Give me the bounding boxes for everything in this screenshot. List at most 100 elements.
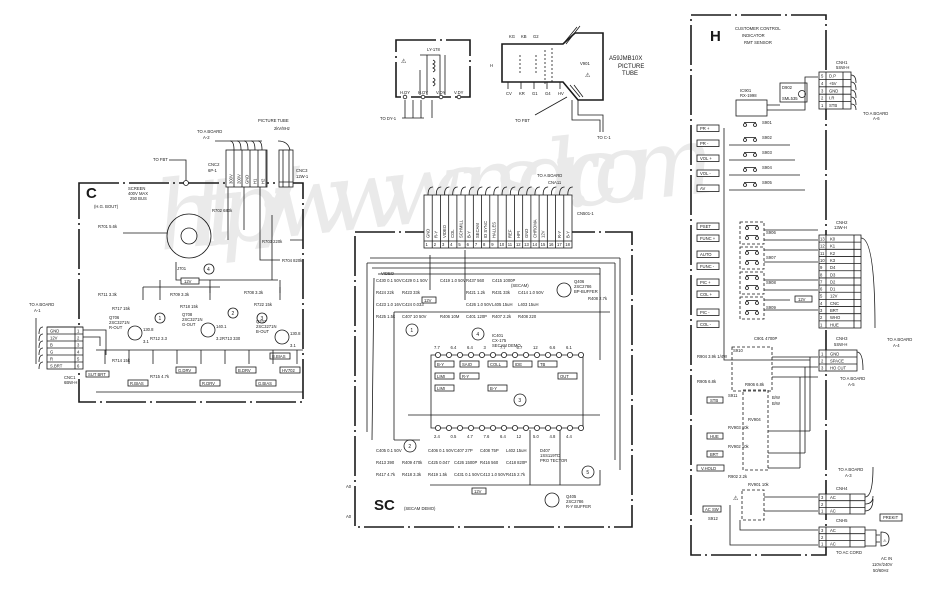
sc-pin-num: 12: [516, 242, 521, 247]
crt-socket: [166, 213, 212, 259]
button-col[interactable]: COL -: [696, 320, 720, 328]
button-col[interactable]: COL +: [696, 290, 720, 298]
ic-block-label: LIMI: [437, 374, 445, 379]
warning-icon: ⚠: [733, 495, 739, 502]
sc-pin-label: HPI: [516, 231, 521, 238]
sc-pin-num: 16: [549, 242, 554, 247]
board-c: C (H.G. BOUT) TO FBT TO A BOARD A-2 PICT…: [29, 118, 309, 403]
sc-pin-label: GND: [426, 229, 431, 238]
circle-marker: [581, 465, 595, 479]
crt-pin-label: HV: [558, 91, 564, 96]
h-title-1: CUSTOMER CONTROL: [735, 26, 781, 31]
button-vol[interactable]: VOL -: [696, 169, 720, 177]
component-label: L405 15uH: [492, 302, 513, 307]
ic-block: [459, 372, 480, 380]
sc-pin-label: HALLES: [491, 222, 496, 238]
sc-pin-num: 13: [524, 242, 529, 247]
tag-box: [175, 366, 197, 374]
s911-label-b: B/W: [772, 401, 780, 406]
circle-marker: [227, 307, 239, 319]
resistor-label: R718 15k: [180, 304, 199, 309]
cnh2-pin-num: 11: [820, 251, 825, 256]
switch-pair-frame: [739, 271, 765, 295]
cnh2-pin-label: D3: [830, 272, 836, 277]
q406-ref: Q406: [574, 279, 585, 284]
switch-ref: S901: [762, 120, 772, 125]
component-label: C426 1.0 50V: [466, 302, 492, 307]
button-pr[interactable]: PR +: [696, 124, 720, 132]
hue-control[interactable]: [706, 432, 724, 440]
vhold-control[interactable]: [696, 464, 725, 472]
component-label: C418 820P: [506, 460, 527, 465]
r906-label: R906 6.8k: [745, 382, 765, 387]
cnh2-pin-num: 8: [820, 272, 823, 277]
sc-pin-num: 7: [475, 242, 478, 247]
cnc2-pin-label: 200V: [237, 174, 242, 184]
sc-pin-num: 2: [434, 242, 437, 247]
brt-control[interactable]: [706, 450, 724, 458]
ic-pin: [478, 351, 485, 358]
sc-pin-label: CHROMA: [532, 219, 537, 238]
switch-ref: S905: [762, 180, 772, 185]
voltage-label: 0.5: [451, 434, 457, 439]
crt-pin-label: G4: [545, 91, 551, 96]
board-sc-label: SC: [374, 497, 395, 514]
ic-pin: [523, 424, 530, 431]
cnc1-pin-label: S.BRT: [50, 364, 63, 369]
stb-button[interactable]: [706, 396, 724, 404]
button-auto[interactable]: AUTO: [696, 250, 720, 258]
cnc1-pin-label: B: [50, 343, 53, 348]
cnh3-pin-label: HO CUT: [830, 366, 846, 371]
ac-in-label: AC IN: [881, 556, 892, 561]
cnc1-label: CNC1: [64, 375, 76, 380]
tag-text: B.DRV: [238, 368, 251, 373]
resistor-label: R711 3.3k: [98, 292, 118, 297]
vhold-label: V.HOLD: [701, 466, 716, 471]
voltage-label: 130.8: [290, 331, 301, 336]
switch-ref: S903: [762, 150, 772, 155]
switch-contact: [745, 236, 749, 240]
ic-block-label: B-Y: [490, 386, 497, 391]
h-title-2: INDICATOR: [742, 33, 765, 38]
switch-contact: [743, 153, 747, 157]
voltage-label: 5.0: [533, 434, 539, 439]
button-pic[interactable]: PIC -: [696, 308, 720, 316]
button-pset[interactable]: PSET: [696, 222, 720, 230]
resistor-label: R717 15k: [112, 306, 131, 311]
cnh3-pin-label: GND: [830, 352, 839, 357]
ic-pin: [478, 424, 485, 431]
ic-block-label: R-Y: [462, 374, 469, 379]
board-h: H CUSTOMER CONTROL INDICATOR RMT SENSOR …: [690, 14, 912, 573]
button-func[interactable]: FUNC +: [696, 234, 720, 242]
resistor-label: R715 4.7k: [150, 374, 170, 379]
cnh5-pin-label: AC: [830, 528, 836, 533]
transistor-q706: [127, 325, 143, 341]
ac-sw-button[interactable]: [702, 505, 722, 513]
switch-pair-frame: [739, 221, 765, 245]
button-pic[interactable]: PIC +: [696, 278, 720, 286]
button-pr[interactable]: PR -: [696, 139, 720, 147]
ic-block: [512, 360, 533, 368]
button-av[interactable]: AV: [696, 184, 720, 192]
ac-in-volt: 110V/240V: [872, 562, 893, 567]
button-vol[interactable]: VOL +: [696, 154, 720, 162]
tag-12v-sc-text: 12V: [424, 298, 432, 303]
cnc1-pin-label: G: [50, 350, 53, 355]
button-func[interactable]: FUNC -: [696, 262, 720, 270]
button-frame: [696, 308, 720, 316]
cnh1-pin-label: +5V: [829, 81, 837, 86]
cnh2-pin-num: 6: [820, 287, 823, 292]
to-a-board-h2: TO A BOARD: [887, 337, 912, 342]
button-label: PR -: [700, 141, 709, 146]
switch-contact: [753, 138, 757, 142]
circle-marker-num: 2: [232, 311, 235, 317]
ic-pin: [500, 351, 507, 358]
voltage-label: 4.8: [550, 434, 556, 439]
voltage-label: 7.6: [484, 434, 490, 439]
sc-pin-label: SCHMILL: [458, 219, 463, 238]
dy-pin-label: V.DY: [436, 90, 446, 95]
rv902-label: RV902 10k: [728, 444, 750, 449]
cnc2-sub: 6P-1: [208, 168, 218, 173]
transistor-q707: [274, 329, 290, 345]
sc-pin-label: B-Y: [467, 231, 472, 238]
